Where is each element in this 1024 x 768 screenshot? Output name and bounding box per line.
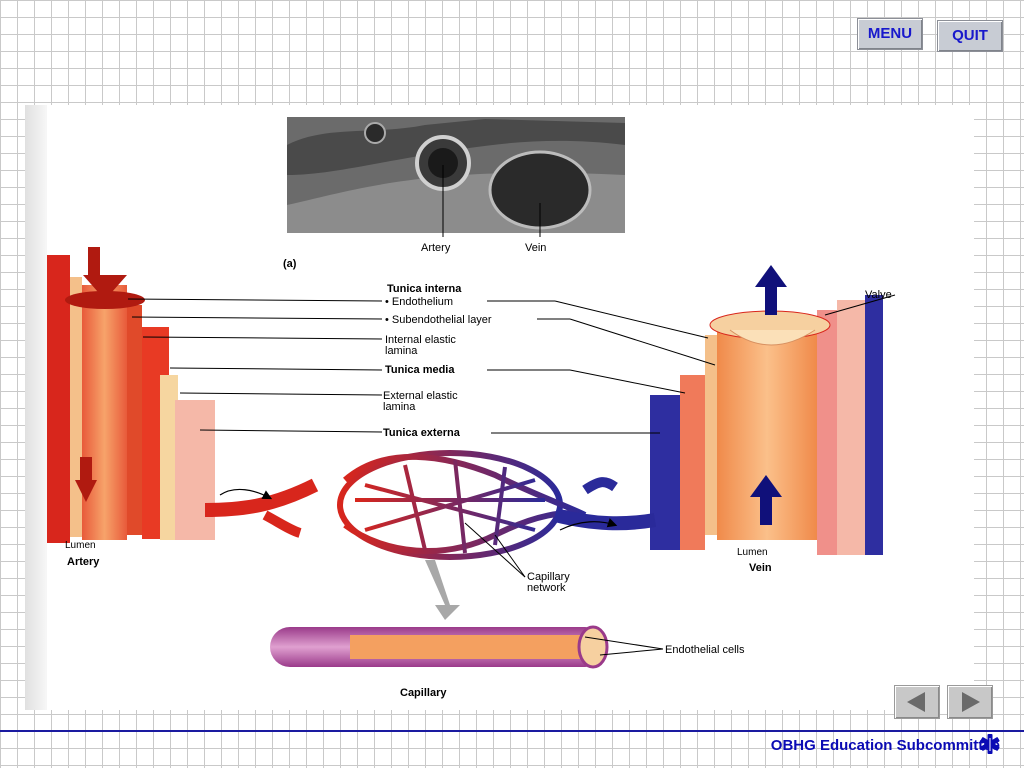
star-of-life-icon (980, 734, 1000, 754)
vein-name-label: Vein (749, 562, 772, 574)
micrograph-image (287, 117, 625, 237)
tunica-externa-label: Tunica externa (383, 427, 461, 439)
footer-divider (0, 730, 1024, 732)
tunica-media-label: Tunica media (385, 364, 455, 376)
micrograph-artery-label: Artery (421, 242, 451, 254)
external-elastic-lamina-label-1: External elastic (383, 390, 458, 402)
menu-button[interactable]: MENU (857, 18, 923, 50)
previous-slide-button[interactable] (894, 685, 940, 719)
vein-cross-section (650, 265, 883, 555)
panel-a-label: (a) (283, 258, 297, 270)
internal-elastic-lamina-label-1: Internal elastic (385, 334, 456, 346)
capillary-network-label-1: Capillary (527, 571, 570, 583)
internal-elastic-lamina-label-2: lamina (385, 345, 418, 357)
capillary-label: Capillary (400, 687, 447, 699)
blood-vessel-figure: Artery Vein (a) Lumen Artery Valve Lumen (25, 105, 974, 710)
quit-button[interactable]: QUIT (937, 20, 1003, 52)
triangle-left-icon (907, 692, 925, 712)
artery-name-label: Artery (67, 556, 100, 568)
valve-label: Valve (865, 289, 892, 301)
tunica-interna-label: Tunica interna (387, 283, 462, 295)
vein-lumen-label: Lumen (737, 547, 768, 558)
next-slide-button[interactable] (947, 685, 993, 719)
micrograph-vein-label: Vein (525, 242, 546, 254)
capillary-network (204, 450, 657, 620)
artery-lumen-label: Lumen (65, 540, 96, 551)
external-elastic-lamina-label-2: lamina (383, 401, 416, 413)
capillary-network-label-2: network (527, 582, 566, 594)
artery-cross-section (25, 247, 215, 543)
footer-text: OBHG Education Subcommittee (770, 737, 1000, 754)
blood-vessel-diagram: Artery Vein (a) Lumen Artery Valve Lumen (25, 117, 896, 699)
triangle-right-icon (962, 692, 980, 712)
capillary-tube (270, 625, 609, 669)
subendothelial-layer-label: • Subendothelial layer (385, 314, 492, 326)
endothelial-cells-label: Endothelial cells (665, 644, 745, 656)
layer-labels: Tunica interna • Endothelium • Subendoth… (127, 283, 716, 439)
endothelium-label: • Endothelium (385, 296, 453, 308)
